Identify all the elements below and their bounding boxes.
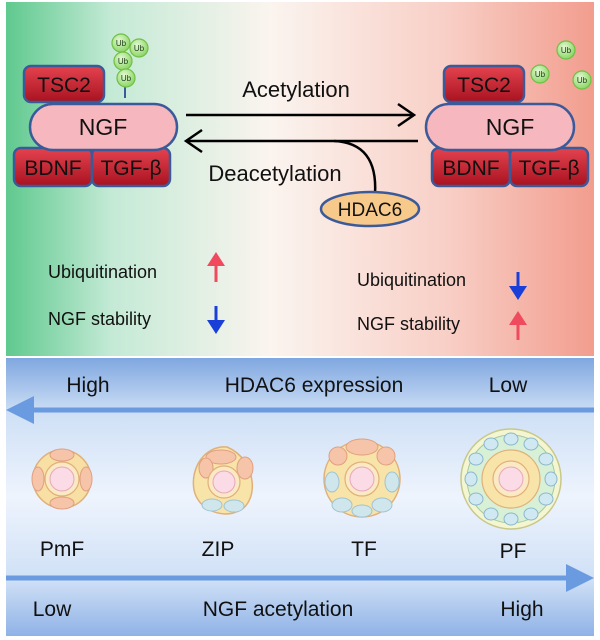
- up-arrow-icon: [207, 252, 225, 282]
- ub-label: Ub: [577, 76, 588, 85]
- follicle-pf: PF: [460, 428, 562, 563]
- ngf-protein: [28, 102, 179, 152]
- tsc2-label: TSC2: [37, 74, 91, 97]
- left-arrow-head-icon: [6, 396, 34, 424]
- ub-label: Ub: [121, 74, 132, 83]
- effect-label: Ubiquitination: [357, 270, 466, 290]
- ub-label: Ub: [118, 57, 129, 66]
- hdac6-label: HDAC6: [338, 200, 402, 221]
- follicle-tf: TF: [323, 438, 401, 561]
- acetylation-label: Acetylation: [242, 77, 350, 102]
- ubiquitin-icon: [116, 68, 136, 88]
- free-ubiquitins: Ub Ub Ub: [530, 40, 592, 90]
- follicle-label-tf: TF: [351, 538, 377, 561]
- ub-label: Ub: [134, 44, 145, 53]
- follicle-zip: ZIP: [192, 446, 254, 561]
- ubiquitin-icon: [556, 40, 576, 60]
- ub-chain: Ub Ub Ub Ub: [111, 33, 149, 88]
- follicle-label-pf: PF: [500, 540, 527, 563]
- left-protein-complex: Ub Ub Ub Ub TSC2 BDNF TGF-β NGF: [12, 33, 179, 188]
- tsc2-protein: [22, 64, 106, 104]
- bdnf-label: BDNF: [442, 157, 499, 180]
- hdac6-expression-axis: High HDAC6 expression Low: [6, 374, 594, 424]
- ubiquitin-icon: [530, 64, 550, 84]
- acetylation-arrow: Acetylation: [186, 77, 417, 128]
- tsc2-protein: [442, 64, 526, 104]
- ngf-label: NGF: [79, 114, 128, 140]
- tgfb-label: TGF-β: [100, 157, 161, 180]
- ubiquitin-icon: [572, 70, 592, 90]
- right-protein-complex: Ub Ub Ub TSC2 BDNF TGF-β NGF: [424, 40, 592, 188]
- tgfb-label: TGF-β: [518, 157, 579, 180]
- hdac6-catalysis-curve: [333, 139, 377, 195]
- left-effects: Ubiquitination NGF stability: [48, 252, 225, 334]
- hdac6-enzyme: HDAC6: [319, 190, 421, 228]
- ngf-label: NGF: [486, 114, 535, 140]
- deacetylation-arrow: Deacetylation: [183, 128, 418, 195]
- granulosa-cell-ring: [464, 432, 558, 526]
- up-arrow-icon: [509, 311, 527, 340]
- down-arrow-icon: [207, 306, 225, 334]
- ub-label: Ub: [535, 70, 546, 79]
- down-arrow-icon: [509, 272, 527, 300]
- ngf-acetylation-title: NGF acetylation: [203, 598, 354, 621]
- follicle-label-pmf: PmF: [40, 538, 84, 561]
- ubiquitin-icon: [129, 38, 149, 58]
- right-effects: Ubiquitination NGF stability: [357, 270, 527, 340]
- ub-label: Ub: [561, 46, 572, 55]
- axis-high-label: High: [500, 598, 543, 621]
- axis-high-label: High: [66, 374, 109, 397]
- ub-label: Ub: [116, 39, 127, 48]
- axis-low-label: Low: [33, 598, 72, 621]
- bdnf-label: BDNF: [24, 157, 81, 180]
- hdac6-expression-title: HDAC6 expression: [225, 374, 404, 397]
- ngf-protein: [424, 102, 576, 152]
- effect-label: NGF stability: [357, 314, 460, 334]
- follicle-pmf: PmF: [31, 448, 93, 561]
- effect-label: Ubiquitination: [48, 262, 157, 282]
- deacetylation-label: Deacetylation: [208, 161, 341, 186]
- axis-low-label: Low: [489, 374, 528, 397]
- tsc2-label: TSC2: [457, 74, 511, 97]
- effect-label: NGF stability: [48, 309, 151, 329]
- right-arrow-head-icon: [566, 564, 594, 592]
- follicle-label-zip: ZIP: [202, 538, 235, 561]
- ngf-acetylation-axis: Low NGF acetylation High: [6, 564, 594, 621]
